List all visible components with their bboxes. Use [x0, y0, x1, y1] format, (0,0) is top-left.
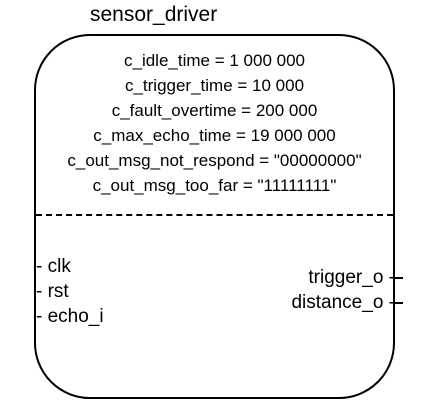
block-name: sensor_driver	[90, 3, 218, 26]
port-trigger-o: trigger_o -	[308, 267, 395, 288]
generic-idle-time: c_idle_time = 1 000 000	[124, 51, 305, 70]
entity-block	[34, 34, 395, 399]
generics-list: c_idle_time = 1 000 000 c_trigger_time =…	[34, 48, 395, 198]
port-echo-i: - echo_i	[36, 306, 104, 327]
generic-out-msg-not-respond: c_out_msg_not_respond = "00000000"	[67, 151, 362, 170]
pin-trigger-o	[395, 277, 403, 279]
port-clk: - clk	[36, 256, 71, 277]
generic-fault-overtime: c_fault_overtime = 200 000	[111, 101, 318, 120]
pin-distance-o	[395, 302, 403, 304]
generic-max-echo-time: c_max_echo_time = 19 000 000	[93, 126, 336, 145]
generic-trigger-time: c_trigger_time = 10 000	[124, 76, 305, 95]
port-rst: - rst	[36, 281, 69, 302]
port-distance-o: distance_o -	[291, 292, 395, 313]
generics-ports-divider	[36, 214, 393, 216]
generic-out-msg-too-far: c_out_msg_too_far = "11111111"	[92, 176, 337, 195]
